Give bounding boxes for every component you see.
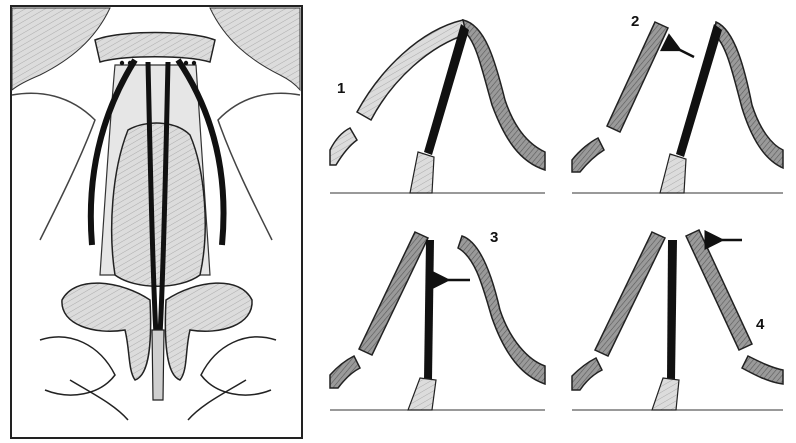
columella (152, 330, 164, 400)
panel-1: 1 (330, 20, 545, 193)
panel-2-septum (676, 24, 722, 157)
panel-2-septum-base (660, 154, 686, 193)
panel-2-right-bone (714, 22, 783, 168)
panel-4-label: 4 (756, 316, 765, 333)
septal-cartilage (112, 123, 206, 286)
panel-2-left-fragment (572, 138, 604, 172)
panel-2: 2 (572, 13, 783, 193)
panel-3-right-bone (458, 236, 545, 384)
panel-4-septum (667, 240, 677, 380)
panel-2-left-bone (607, 22, 668, 132)
panel-4-left-bone (595, 232, 665, 356)
panel-2-label: 2 (631, 13, 639, 30)
panel-4-septum-base (652, 378, 679, 410)
panel-3-left-bone (359, 232, 428, 355)
panel-4: 4 (572, 230, 783, 410)
panel-3-label: 3 (490, 229, 498, 246)
nose-illustration (11, 6, 302, 438)
panel-2-arrow (680, 50, 694, 57)
panel-4-right-fragment (742, 356, 783, 384)
panel-3: 3 (330, 229, 545, 410)
panel-1-left-fragment (330, 128, 357, 165)
panel-1-right-bone (463, 20, 545, 170)
panel-1-septum-base (410, 152, 434, 193)
panel-3-left-fragment (330, 356, 360, 388)
panel-4-left-fragment (572, 358, 602, 390)
panel-3-septum (424, 240, 434, 380)
panel-3-septum-base (408, 378, 436, 410)
panel-1-label: 1 (337, 80, 345, 97)
panel-4-right-bone (686, 230, 752, 350)
